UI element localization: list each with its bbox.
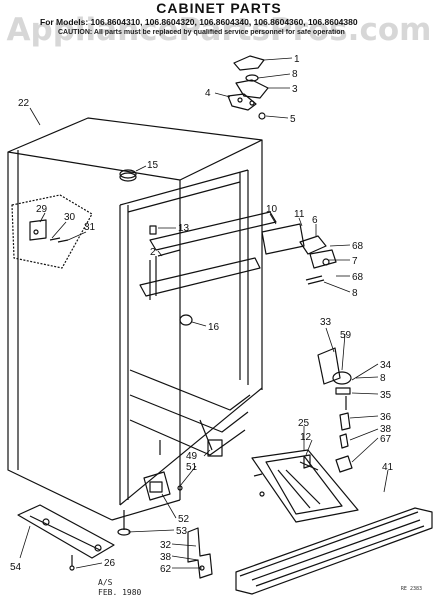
callout-label: 36 <box>380 412 392 423</box>
callout-label: 26 <box>104 558 116 569</box>
callout-label: 8 <box>352 288 358 299</box>
callout-label: 33 <box>320 317 332 328</box>
callout-label: 29 <box>36 204 48 215</box>
latch-detail-panel <box>11 194 93 269</box>
callout-label: 8 <box>380 373 386 384</box>
callout-label: 34 <box>380 360 392 371</box>
cabinet-body <box>7 117 263 521</box>
callout-label: 41 <box>382 462 394 473</box>
callout-label: 16 <box>208 322 220 333</box>
callout-label: 38 <box>160 552 172 563</box>
leveling-bracket <box>117 471 171 536</box>
callout-label: 62 <box>160 564 172 575</box>
callout-label: 51 <box>186 462 198 473</box>
plug-button <box>119 169 137 182</box>
center-hinge-parts <box>261 223 337 285</box>
drain-pan <box>251 449 359 523</box>
callout-label: 7 <box>352 256 358 267</box>
interior-floor-ribs <box>129 369 251 456</box>
clip <box>299 454 319 471</box>
callout-label: 8 <box>292 69 298 80</box>
callout-label: 30 <box>64 212 76 223</box>
reference-code: RE 2383 <box>400 586 422 592</box>
callout-label: 13 <box>178 223 190 234</box>
bottom-hinge-parts <box>317 347 353 473</box>
misc-fasteners <box>253 473 265 497</box>
callout-label: 25 <box>298 418 310 429</box>
callout-label: 3 <box>292 84 298 95</box>
callout-label: 32 <box>160 540 172 551</box>
roller-assembly <box>17 504 115 571</box>
callout-label: 38 <box>380 424 392 435</box>
bracket-32 <box>187 527 213 579</box>
top-hinge-parts <box>227 55 269 120</box>
caution-note: CAUTION: All parts must be replaced by q… <box>58 29 345 36</box>
callout-label: 5 <box>290 114 296 125</box>
model-list: For Models: 106.8604310, 106.8604320, 10… <box>40 17 358 27</box>
callout-label: 52 <box>178 514 190 525</box>
revision-label: A/S <box>98 578 113 587</box>
callout-label: 67 <box>380 434 392 445</box>
leader-lines <box>19 57 389 569</box>
callout-label: 4 <box>205 88 211 99</box>
callout-label: 68 <box>352 272 364 283</box>
callout-label: 1 <box>294 54 300 65</box>
callout-labels: 1 8 3 4 5 22 15 29 30 31 13 10 11 6 68 7… <box>10 54 394 575</box>
callout-label: 59 <box>340 330 352 341</box>
callout-label: 6 <box>312 215 318 226</box>
bracket-49 <box>177 439 223 491</box>
callout-label: 49 <box>186 451 198 462</box>
callout-label: 2 <box>150 247 156 258</box>
callout-label: 11 <box>294 209 305 220</box>
callout-label: 10 <box>266 204 278 215</box>
interior-rails <box>139 211 277 300</box>
grille <box>235 507 433 595</box>
callout-label: 12 <box>300 432 312 443</box>
callout-label: 31 <box>84 222 96 233</box>
callout-label: 68 <box>352 241 364 252</box>
date-label: FEB. 1980 <box>98 588 142 597</box>
callout-label: 53 <box>176 526 188 537</box>
callout-label: 15 <box>147 160 159 171</box>
callout-label: 54 <box>10 562 22 573</box>
diagram-title: CABINET PARTS <box>156 0 282 16</box>
watermark-text: AppliancePartsPros.com <box>6 12 432 48</box>
callout-label: 22 <box>18 98 30 109</box>
callout-label: 35 <box>380 390 392 401</box>
